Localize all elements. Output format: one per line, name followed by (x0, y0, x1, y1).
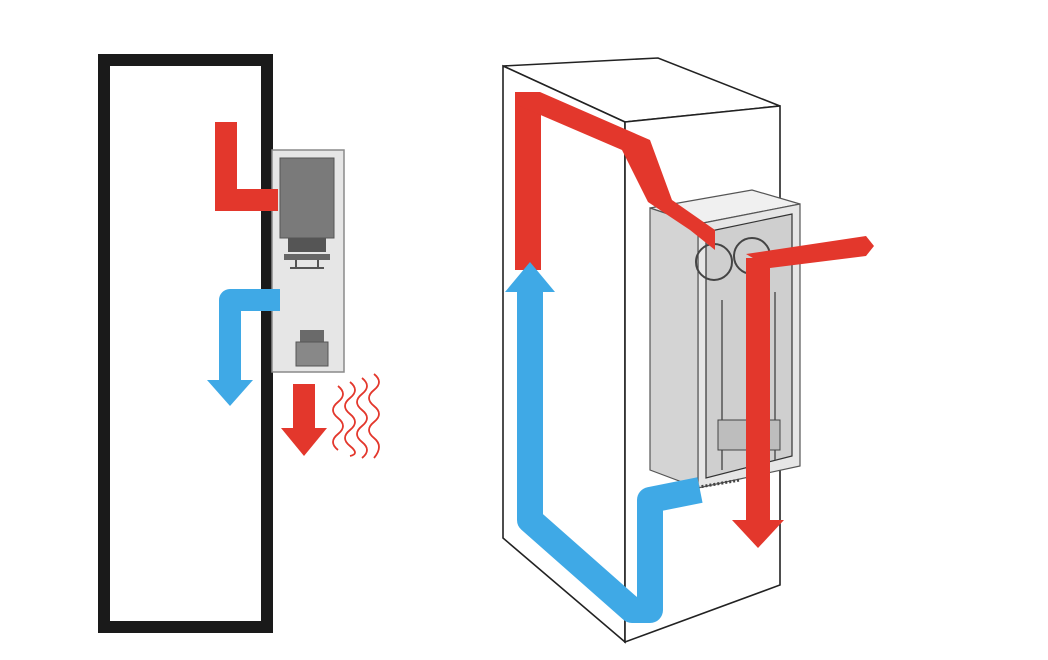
cooling-unit-perspective (649, 189, 801, 494)
heat-waves (332, 373, 380, 459)
enclosure-wall (98, 54, 273, 633)
external-air-arrow (732, 236, 874, 548)
cool-air-loop (505, 262, 703, 623)
hot-air-top-band (515, 92, 715, 250)
side-view-panel (98, 54, 380, 633)
hot-air-inlet-arrow (215, 122, 278, 211)
exhaust-arrow (281, 384, 327, 456)
cooling-unit-side (271, 149, 345, 373)
cool-air-outlet-arrow (207, 289, 280, 406)
perspective-view-panel (502, 57, 874, 644)
